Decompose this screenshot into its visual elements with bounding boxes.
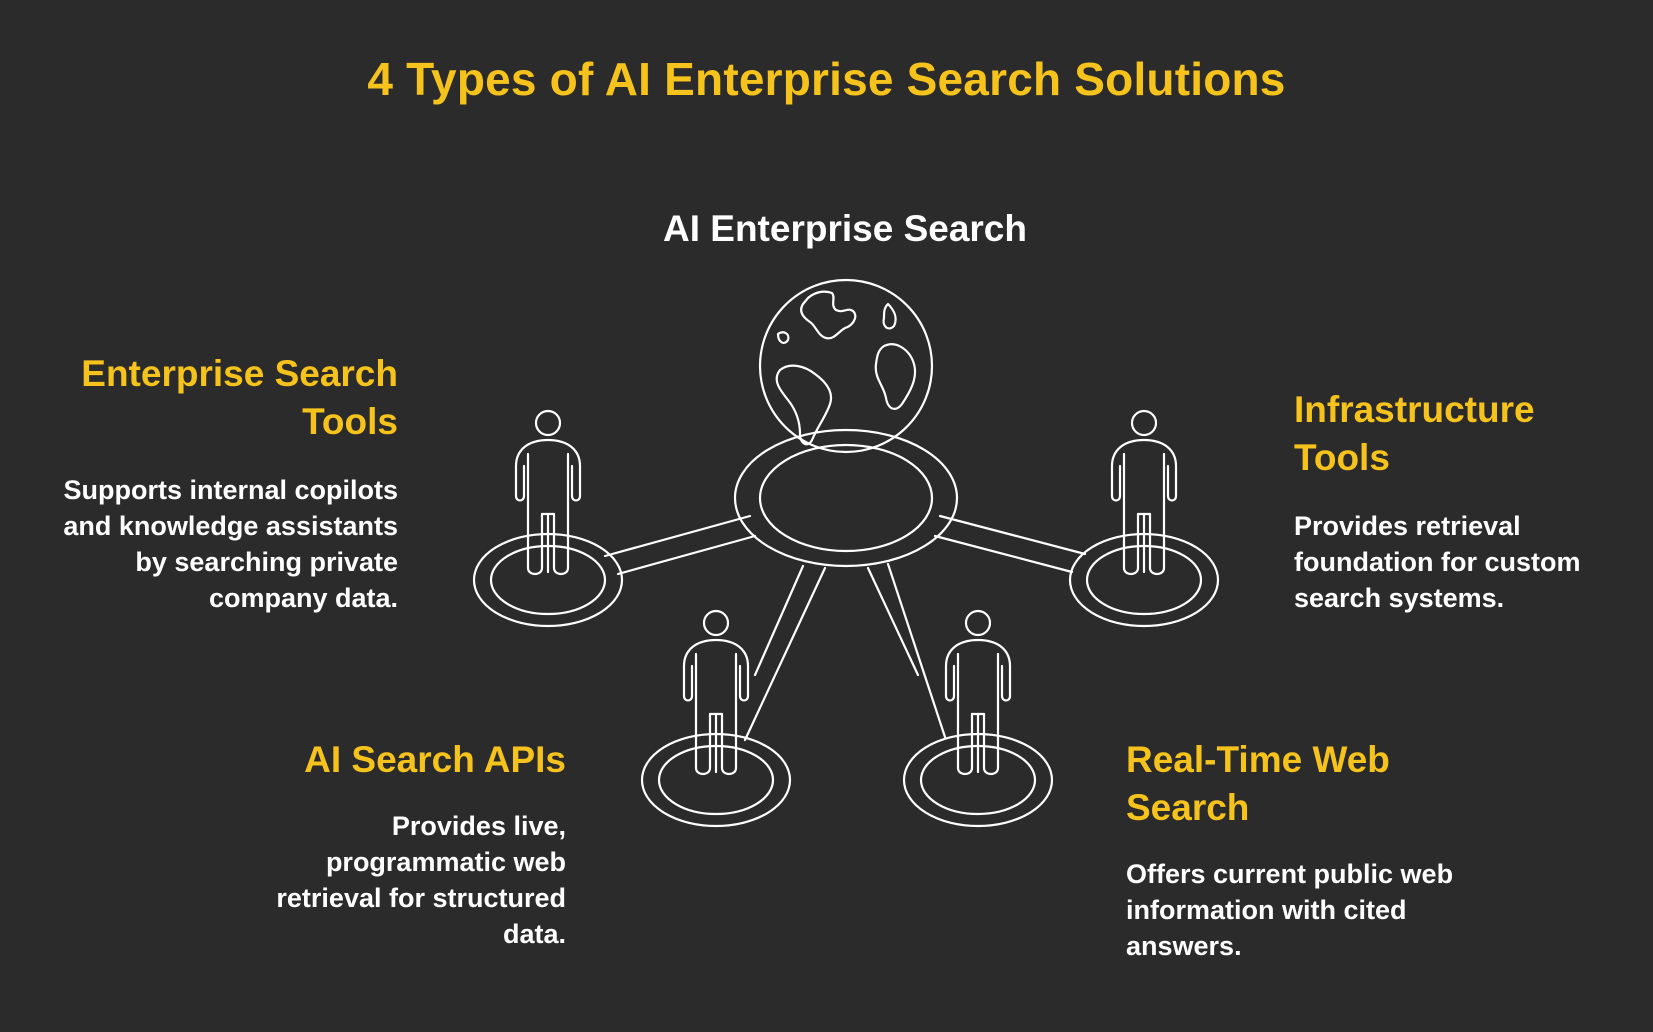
hub-ring	[733, 428, 959, 568]
category-desc-infrastructure-tools: Provides retrieval foundation for custom…	[1294, 511, 1581, 613]
person-icon-api	[640, 609, 792, 828]
category-heading-ai-search-apis: AI Search APIs	[304, 739, 566, 780]
spoke-right	[933, 514, 1087, 574]
category-heading-real-time-web-search: Real-Time Web Search	[1126, 739, 1390, 828]
page-title: 4 Types of AI Enterprise Search Solution…	[367, 53, 1286, 105]
category-desc-enterprise-search-tools: Supports internal copilots and knowledge…	[63, 475, 398, 613]
person-icon-infrastructure	[1068, 409, 1220, 628]
category-heading-enterprise-search-tools: Enterprise Search Tools	[81, 353, 398, 442]
person-icon-enterprise	[472, 409, 624, 628]
category-desc-real-time-web-search: Offers current public web information wi…	[1126, 859, 1454, 961]
category-heading-infrastructure-tools: Infrastructure Tools	[1294, 389, 1535, 478]
globe-icon	[758, 278, 934, 454]
person-icon-realtime	[902, 609, 1054, 828]
center-label: AI Enterprise Search	[663, 208, 1027, 249]
spoke-left	[603, 514, 757, 576]
category-desc-ai-search-apis: Provides live, programmatic web retrieva…	[276, 811, 566, 949]
spoke-bottom-left	[743, 564, 827, 742]
spoke-bottom-right	[866, 562, 947, 739]
